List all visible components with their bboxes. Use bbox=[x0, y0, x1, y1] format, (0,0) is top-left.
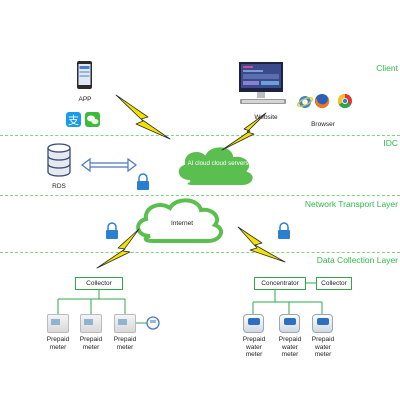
lightning-icon bbox=[237, 226, 286, 263]
app-label: APP bbox=[78, 96, 92, 103]
communication-module-icon bbox=[146, 316, 160, 330]
smartphone-icon bbox=[77, 61, 92, 89]
cloud-icon bbox=[136, 198, 224, 243]
firefox-icon bbox=[315, 94, 330, 109]
chrome-icon bbox=[337, 93, 352, 109]
lock-icon bbox=[278, 222, 290, 239]
browser-label: Browser bbox=[311, 121, 335, 128]
website-label: Website bbox=[254, 114, 278, 121]
water-meter-icon bbox=[312, 314, 333, 333]
svg-text:支: 支 bbox=[68, 114, 79, 127]
layer-label-network: Network Transport Layer bbox=[304, 199, 398, 209]
concentrator-box: Concentrator bbox=[254, 277, 306, 290]
lightning-icon bbox=[115, 94, 171, 140]
lightning-icon bbox=[221, 112, 267, 151]
internet-label: Internet bbox=[170, 220, 194, 227]
collector-box-left: Collector bbox=[75, 277, 123, 290]
collector-connector-left bbox=[57, 288, 148, 324]
double-arrow-icon bbox=[81, 157, 137, 173]
ie-icon bbox=[296, 96, 314, 108]
cloud-servers-label: AI cloud cloud servers bbox=[187, 160, 249, 167]
lock-icon bbox=[106, 222, 118, 239]
layer-label-data-collection: Data Collection Layer bbox=[316, 255, 398, 265]
lightning-icon bbox=[96, 228, 140, 269]
water-meter-icon bbox=[243, 314, 264, 333]
prepaid-meter-label: Prepaid meter bbox=[46, 336, 70, 351]
electric-meter-icon bbox=[47, 314, 69, 333]
alipay-icon: 支 bbox=[66, 112, 81, 127]
lock-icon bbox=[137, 173, 149, 190]
prepaid-meter-label: Prepaid meter bbox=[113, 336, 137, 351]
separator-network-data bbox=[0, 252, 400, 253]
collector-box-right: Collector bbox=[316, 277, 352, 290]
prepaid-water-meter-label: Prepaid water meter bbox=[278, 336, 302, 358]
water-meter-icon bbox=[279, 314, 300, 333]
electric-meter-icon bbox=[80, 314, 102, 333]
layer-label-idc: IDC bbox=[383, 138, 398, 148]
prepaid-meter-label: Prepaid meter bbox=[79, 336, 103, 351]
computer-icon bbox=[239, 62, 286, 104]
separator-client-idc bbox=[0, 135, 400, 136]
wechat-pay-icon bbox=[85, 112, 100, 127]
prepaid-water-meter-label: Prepaid water meter bbox=[311, 336, 335, 358]
cloud-icon bbox=[176, 145, 255, 187]
prepaid-water-meter-label: Prepaid water meter bbox=[242, 336, 266, 358]
electric-meter-icon bbox=[114, 314, 136, 333]
separator-idc-network bbox=[0, 195, 400, 196]
collector-connector-right bbox=[252, 282, 323, 314]
rds-label: RDS bbox=[52, 183, 66, 190]
database-icon bbox=[47, 143, 71, 177]
layer-label-client: Client bbox=[376, 63, 398, 73]
